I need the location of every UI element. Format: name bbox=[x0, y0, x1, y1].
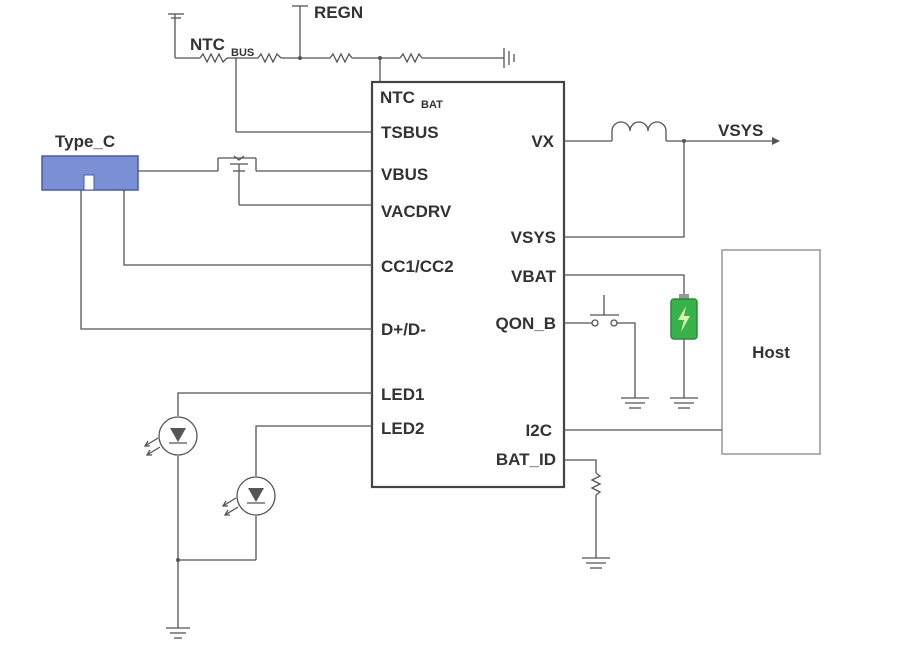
ground-icon bbox=[621, 397, 649, 409]
pin-vsys: VSYS bbox=[511, 228, 556, 247]
qon-circuit bbox=[564, 295, 649, 409]
mosfet-icon bbox=[217, 155, 257, 178]
ntc-bat-label: NTC bbox=[380, 88, 415, 107]
type-c-connector bbox=[41, 155, 139, 191]
ntc-bat-resistor-top bbox=[329, 52, 353, 64]
ntc-bat-subscript: BAT bbox=[421, 99, 443, 111]
led-light-icon bbox=[143, 437, 161, 456]
pin-bat-id: BAT_ID bbox=[496, 450, 556, 469]
led1-circuit bbox=[143, 392, 372, 560]
dpdm-wire bbox=[80, 190, 372, 330]
bias-resistor bbox=[257, 52, 282, 64]
host-label: Host bbox=[752, 343, 790, 362]
pin-led2: LED2 bbox=[381, 419, 424, 438]
pin-tsbus: TSBUS bbox=[381, 123, 439, 142]
ground-icon bbox=[582, 557, 610, 569]
ntc-bus-label: NTC bbox=[190, 35, 225, 54]
pin-vbus: VBUS bbox=[381, 165, 428, 184]
pin-vacdrv: VACDRV bbox=[381, 202, 452, 221]
pin-qon: QON_B bbox=[496, 314, 556, 333]
vsys-output bbox=[564, 121, 780, 238]
pin-vbat: VBAT bbox=[511, 267, 557, 286]
led2-circuit bbox=[221, 425, 372, 560]
inductor-icon bbox=[611, 121, 667, 132]
ground-icon bbox=[166, 627, 190, 639]
ntc-bus-network bbox=[168, 5, 515, 133]
bat-id-resistor bbox=[590, 472, 602, 496]
pin-vx: VX bbox=[531, 132, 554, 151]
pin-led1: LED1 bbox=[381, 385, 424, 404]
pin-i2c: I2C bbox=[526, 421, 552, 440]
ground-icon bbox=[503, 48, 515, 68]
vsys-output-label: VSYS bbox=[718, 121, 763, 140]
vbat-circuit bbox=[564, 274, 698, 409]
battery-icon bbox=[670, 294, 698, 340]
ntc-bus-resistor bbox=[199, 52, 228, 64]
ntc-bat-resistor bbox=[399, 52, 423, 64]
pushbutton-icon bbox=[590, 295, 619, 327]
ground-icon bbox=[168, 13, 184, 58]
ntc-bus-subscript: BUS bbox=[231, 47, 254, 59]
pin-dpdm: D+/D- bbox=[381, 320, 426, 339]
pin-cc: CC1/CC2 bbox=[381, 257, 454, 276]
regn-label: REGN bbox=[314, 3, 363, 22]
ground-icon bbox=[670, 397, 698, 409]
cc-wire bbox=[123, 190, 372, 266]
type-c-label: Type_C bbox=[55, 132, 115, 151]
led-light-icon bbox=[221, 497, 239, 516]
host-block bbox=[721, 249, 821, 455]
charger-ic bbox=[370, 80, 566, 489]
bat-id-circuit bbox=[564, 459, 610, 569]
vbus-path bbox=[138, 155, 372, 206]
